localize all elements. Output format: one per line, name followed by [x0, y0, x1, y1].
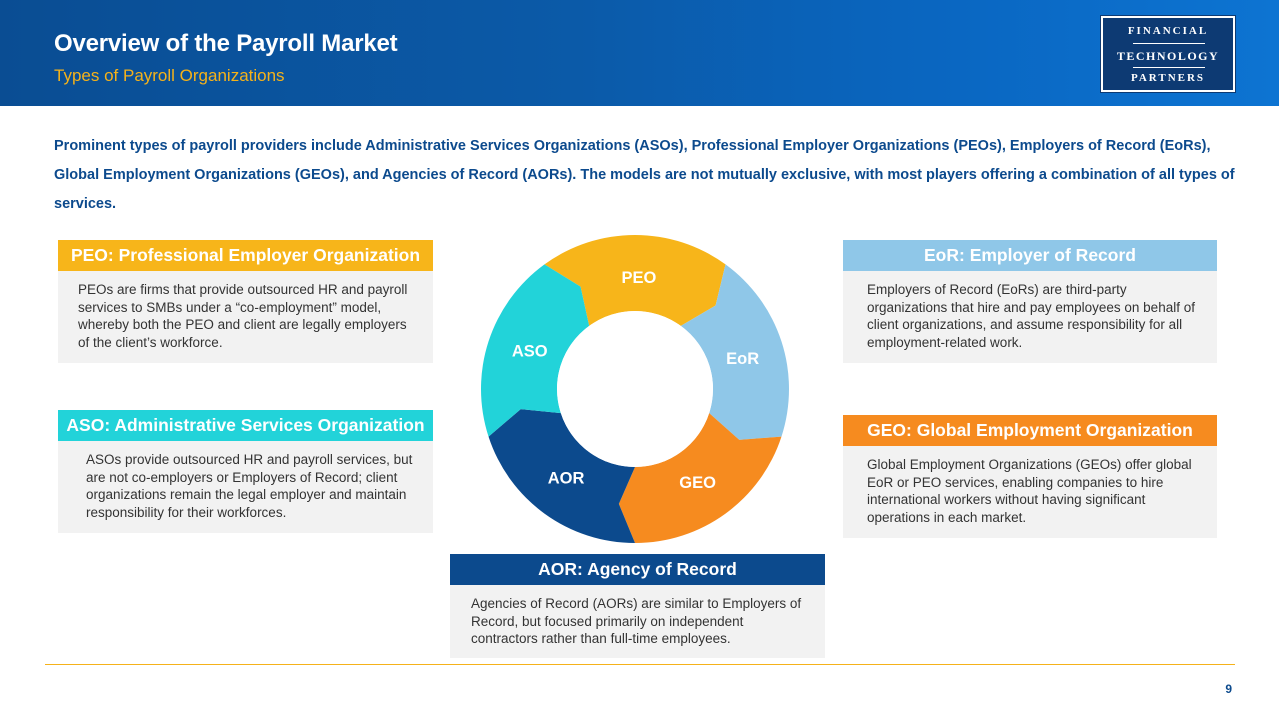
payroll-types-cycle-diagram: PEO EoR GEO AOR ASO: [481, 235, 789, 543]
card-aor-title: AOR: Agency of Record: [450, 554, 825, 585]
company-logo: FINANCIAL TECHNOLOGY PARTNERS: [1100, 15, 1236, 93]
card-peo-body: PEOs are firms that provide outsourced H…: [78, 282, 408, 350]
logo-line-technology: TECHNOLOGY: [1116, 49, 1220, 63]
cycle-label-eor: EoR: [726, 350, 759, 368]
card-peo-title: PEO: Professional Employer Organization: [58, 240, 433, 271]
cycle-label-aso: ASO: [512, 343, 548, 361]
cycle-label-peo: PEO: [621, 269, 656, 287]
card-peo: PEO: Professional Employer Organization …: [58, 240, 433, 363]
logo-line-financial: FINANCIAL: [1127, 25, 1209, 37]
cycle-segment-geo: [618, 413, 782, 543]
cycle-segment-peo: [544, 235, 726, 326]
cycle-label-geo: GEO: [679, 474, 716, 492]
footer-divider: [45, 664, 1235, 665]
cycle-segment-eor: [680, 264, 789, 440]
card-aso-title: ASO: Administrative Services Organizatio…: [58, 410, 433, 441]
card-geo-body: Global Employment Organizations (GEOs) o…: [867, 457, 1192, 525]
logo-divider: [1133, 43, 1205, 44]
cycle-center: [557, 311, 713, 467]
cycle-segment-aor: [488, 409, 635, 543]
card-eor-body: Employers of Record (EoRs) are third-par…: [867, 282, 1195, 350]
cycle-segment-aso: [481, 264, 590, 437]
card-eor: EoR: Employer of Record Employers of Rec…: [843, 240, 1217, 363]
card-aor: AOR: Agency of Record Agencies of Record…: [450, 554, 825, 658]
cycle-label-aor: AOR: [548, 469, 585, 487]
card-aso: ASO: Administrative Services Organizatio…: [58, 410, 433, 533]
intro-paragraph: Prominent types of payroll providers inc…: [54, 138, 1235, 212]
page-number: 9: [1225, 682, 1232, 696]
card-geo: GEO: Global Employment Organization Glob…: [843, 415, 1217, 538]
card-eor-title: EoR: Employer of Record: [843, 240, 1217, 271]
logo-line-partners: PARTNERS: [1130, 72, 1206, 84]
card-aor-body: Agencies of Record (AORs) are similar to…: [471, 596, 802, 646]
card-aso-body: ASOs provide outsourced HR and payroll s…: [86, 452, 413, 520]
header-banner: Overview of the Payroll Market Types of …: [0, 0, 1279, 106]
page-title: Overview of the Payroll Market: [54, 30, 398, 57]
logo-divider: [1133, 67, 1205, 68]
card-geo-title: GEO: Global Employment Organization: [843, 415, 1217, 446]
page-subtitle: Types of Payroll Organizations: [54, 66, 285, 85]
